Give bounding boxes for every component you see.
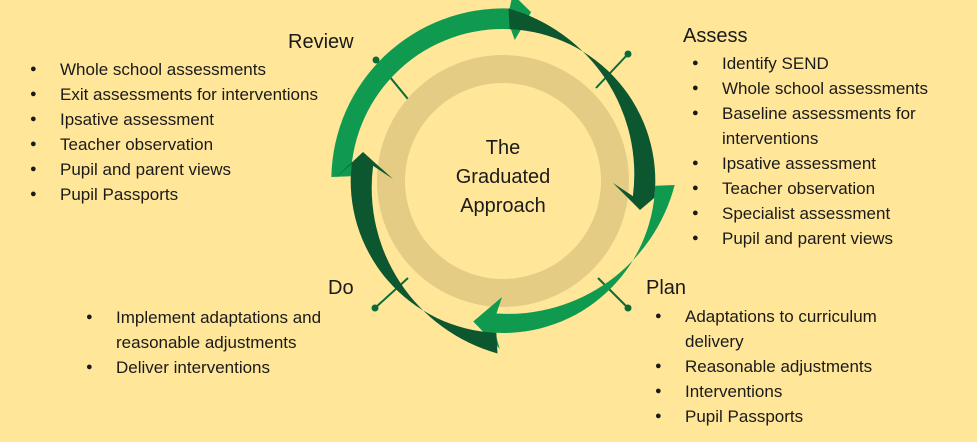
connector-dot-assess [624,50,632,58]
list-item: Interventions [655,379,915,404]
connector-dot-review [372,56,380,64]
do-list: Implement adaptations and reasonable adj… [86,305,356,380]
list-item: Deliver interventions [86,355,356,380]
list-item: Pupil and parent views [30,157,350,182]
list-item: Whole school assessments [692,76,962,101]
assess-list: Identify SEND Whole school assessments B… [692,51,962,251]
stage-title-review: Review [288,31,354,53]
arrow-plan-to-do [473,185,675,349]
stage-title-assess: Assess [683,25,748,47]
center-label: The Graduated Approach [428,134,578,221]
cycle-arrows [331,0,675,354]
plan-list: Adaptations to curriculum delivery Reaso… [655,304,915,429]
list-item: Reasonable adjustments [655,354,915,379]
list-item: Specialist assessment [692,201,962,226]
list-item: Ipsative assessment [30,107,350,132]
arrow-do-to-review [334,152,498,354]
center-circle [405,83,601,279]
connector-plan [597,277,629,309]
connector-do [374,277,409,309]
center-line-3: Approach [460,195,546,217]
list-item: Ipsative assessment [692,151,962,176]
connector-dot-plan [624,304,632,312]
arrow-assess-to-plan [508,8,672,211]
stage-title-plan: Plan [646,277,687,299]
list-item: Baseline assessments for interventions [692,101,962,151]
list-item: Teacher observation [30,132,350,157]
list-item: Exit assessments for interventions [30,82,350,107]
list-item: Adaptations to curriculum delivery [655,304,915,354]
list-item: Teacher observation [692,176,962,201]
stage-title-do: Do [328,277,354,299]
list-item: Implement adaptations and reasonable adj… [86,305,356,355]
connector-dot-do [371,304,379,312]
connector-dots [371,50,632,312]
center-line-2: Graduated [455,166,551,188]
center-line-1: The [485,137,521,159]
list-item: Pupil Passports [655,404,915,429]
list-item: Pupil Passports [30,182,350,207]
review-list: Whole school assessments Exit assessment… [30,57,350,207]
list-item: Pupil and parent views [692,226,962,251]
connector-assess [595,53,629,89]
list-item: Whole school assessments [30,57,350,82]
list-item: Identify SEND [692,51,962,76]
